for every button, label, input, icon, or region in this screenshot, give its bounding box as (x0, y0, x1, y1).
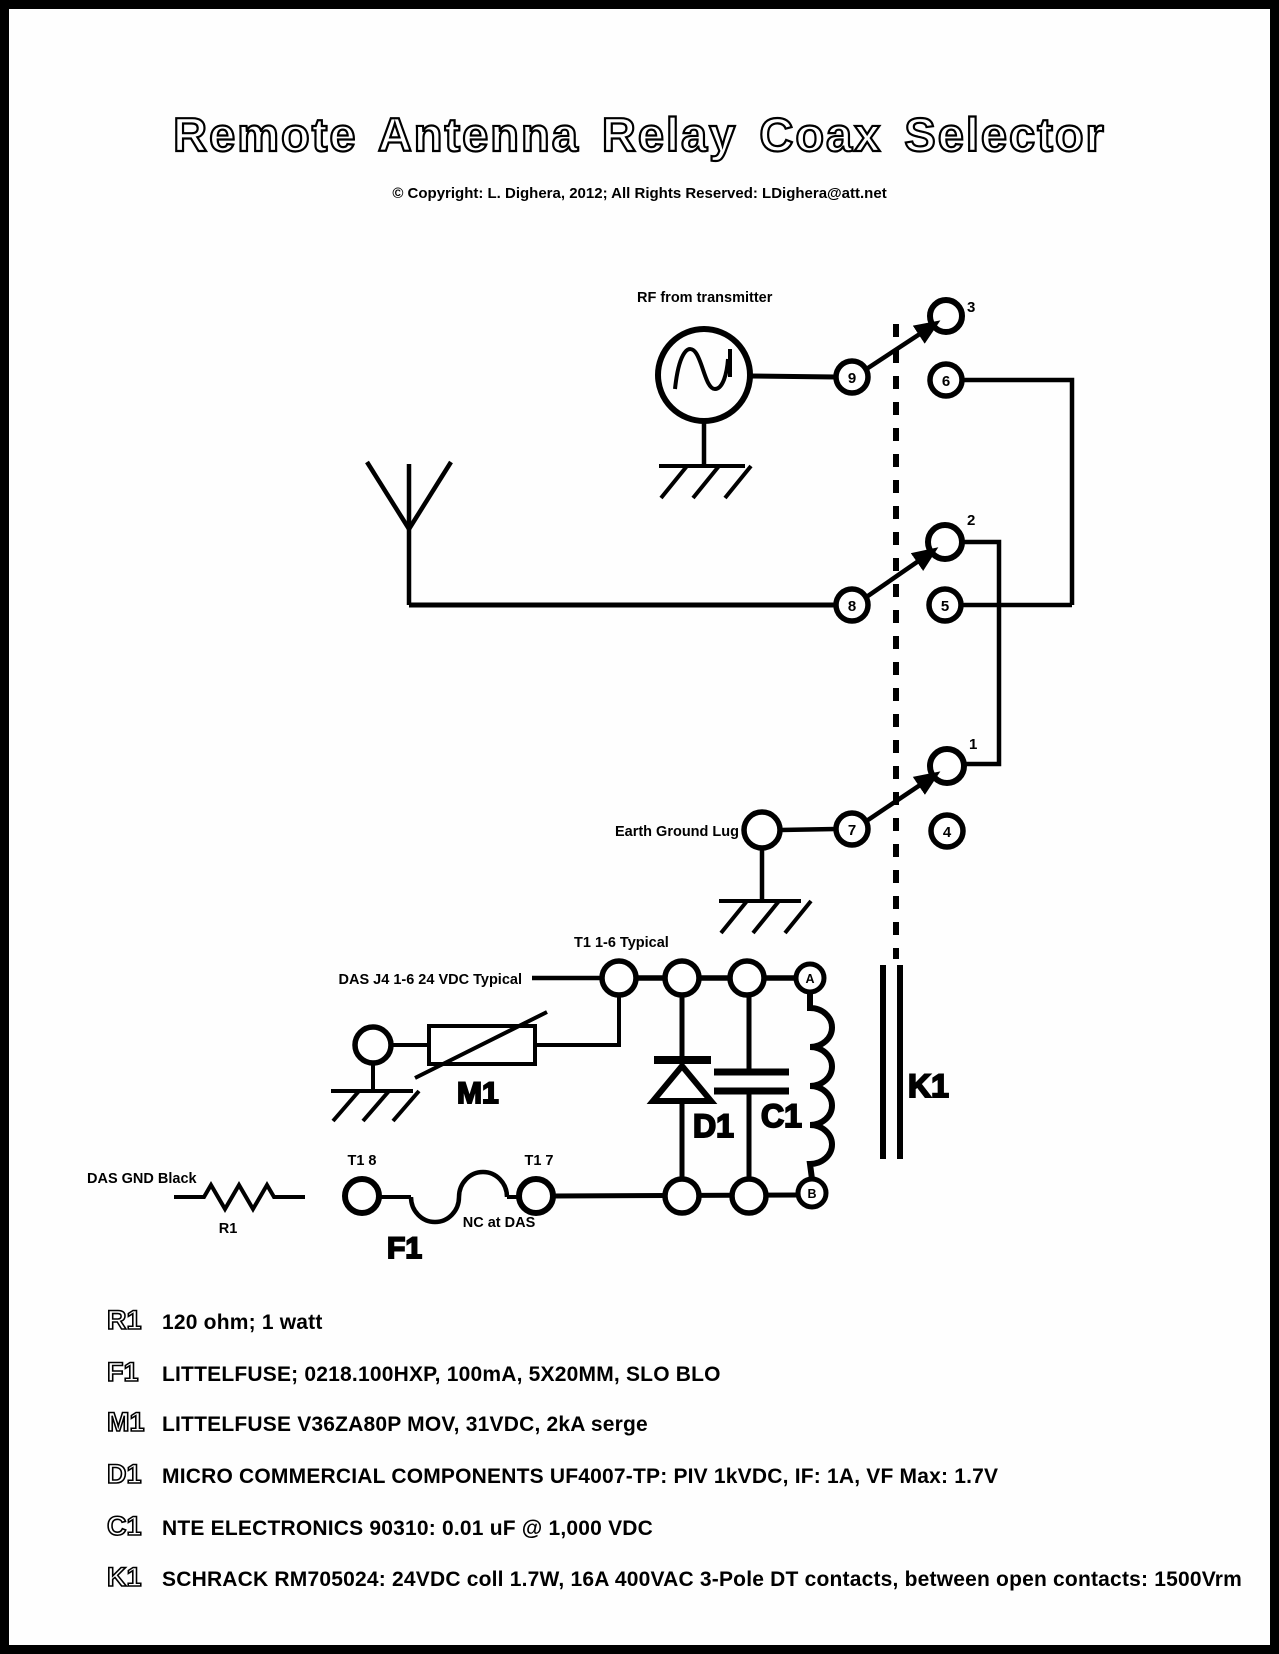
switch-arm-7-1 (863, 771, 941, 824)
terminal-a-letter: A (805, 972, 814, 986)
contact-7 (833, 810, 871, 848)
contact-9 (833, 358, 871, 396)
contact-1-number: 1 (969, 736, 977, 753)
part-ref-k1: K1 (106, 1561, 142, 1593)
r1-resistor-icon (174, 1181, 305, 1213)
parts-row-k1: K1 SCHRACK RM705024: 24VDC coll 1.7W, 16… (106, 1561, 1243, 1593)
wire-2-to-1 (962, 539, 1002, 767)
lug-ground-icon (719, 899, 813, 935)
part-ref-r1: R1 (106, 1304, 142, 1336)
contact-3 (927, 297, 965, 335)
contact-6 (927, 361, 965, 399)
terminal-bottom-1 (662, 1176, 702, 1216)
contact-1 (927, 746, 967, 786)
m1-input-terminal (352, 1024, 394, 1066)
part-desc-f1: LITTELFUSE; 0218.100HXP, 100mA, 5X20MM, … (162, 1363, 721, 1386)
contact-5 (926, 586, 964, 624)
contact-7-number: 7 (848, 822, 856, 839)
copyright-line: © Copyright: L. Dighera, 2012; All Right… (392, 185, 887, 202)
terminal-t1-3 (727, 958, 767, 998)
r1-label: R1 (219, 1221, 238, 1237)
terminal-b (795, 1176, 829, 1210)
terminal-t1-1 (599, 958, 639, 998)
part-desc-d1: MICRO COMMERCIAL COMPONENTS UF4007-TP: P… (162, 1465, 999, 1488)
parts-row-f1: F1 LITTELFUSE; 0218.100HXP, 100mA, 5X20M… (106, 1356, 721, 1388)
part-ref-f1: F1 (106, 1356, 139, 1388)
t1-7-label: T1 7 (524, 1153, 553, 1169)
nc-at-das-label: NC at DAS (463, 1215, 536, 1231)
terminal-b-letter: B (807, 1187, 816, 1201)
terminal-t1-7 (516, 1176, 556, 1216)
terminal-t1-2 (662, 958, 702, 998)
m1-wire-right (535, 995, 621, 1047)
wire-source-to-9 (749, 373, 837, 380)
part-desc-r1: 120 ohm; 1 watt (162, 1311, 323, 1334)
contact-8 (833, 586, 871, 624)
t1-8-label: T1 8 (347, 1153, 376, 1169)
m1-label: M1 (457, 1077, 499, 1110)
part-desc-m1: LITTELFUSE V36ZA80P MOV, 31VDC, 2kA serg… (162, 1413, 648, 1436)
das-gnd-label: DAS GND Black (87, 1171, 198, 1187)
relay-coil-icon (806, 992, 835, 1180)
d1-label: D1 (693, 1108, 734, 1144)
contact-4-number: 4 (943, 824, 952, 841)
switch-arm-9-3 (863, 320, 941, 372)
source-ground-icon (659, 464, 753, 500)
contact-8-number: 8 (848, 598, 856, 615)
m1-ground-icon (331, 1089, 421, 1123)
page-title: Remote Antenna Relay Coax Selector (172, 107, 1106, 162)
k1-label: K1 (908, 1068, 949, 1104)
lug-wire (779, 826, 837, 833)
part-ref-d1: D1 (106, 1458, 142, 1490)
t1-row-label: T1 1-6 Typical (574, 935, 669, 951)
earth-lug-terminal (741, 809, 783, 851)
parts-row-d1: D1 MICRO COMMERCIAL COMPONENTS UF4007-TP… (106, 1458, 999, 1490)
c1-label: C1 (761, 1098, 802, 1134)
rf-source-label: RF from transmitter (637, 290, 773, 306)
parts-row-r1: R1 120 ohm; 1 watt (106, 1304, 323, 1336)
circuit-diagram: RF from transmitter Earth Ground Lug (87, 290, 1075, 1266)
contact-4 (928, 812, 966, 850)
parts-row-c1: C1 NTE ELECTRONICS 90310: 0.01 uF @ 1,00… (106, 1510, 654, 1542)
contact-3-number: 3 (967, 299, 975, 316)
part-desc-c1: NTE ELECTRONICS 90310: 0.01 uF @ 1,000 V… (162, 1517, 654, 1540)
parts-row-m1: M1 LITTELFUSE V36ZA80P MOV, 31VDC, 2kA s… (106, 1406, 648, 1438)
mov-diagonal (414, 1010, 548, 1080)
terminal-t1-8 (342, 1176, 382, 1216)
contact-9-number: 9 (848, 370, 856, 387)
contact-2 (925, 522, 965, 562)
contact-6-number: 6 (942, 373, 950, 390)
f1-label: F1 (387, 1232, 422, 1265)
switch-arm-8-2 (863, 547, 939, 600)
terminal-bottom-2 (729, 1176, 769, 1216)
wire-6-to-5 (962, 377, 1075, 605)
das-j4-label: DAS J4 1-6 24 VDC Typical (339, 972, 522, 988)
part-ref-c1: C1 (106, 1510, 142, 1542)
contact-5-number: 5 (941, 598, 949, 615)
d1-triangle-icon (646, 1061, 718, 1104)
earth-ground-label: Earth Ground Lug (615, 824, 739, 840)
contact-2-number: 2 (967, 512, 975, 529)
antenna-icon (365, 460, 453, 605)
part-ref-m1: M1 (106, 1406, 145, 1438)
part-desc-k1: SCHRACK RM705024: 24VDC coll 1.7W, 16A 4… (162, 1568, 1243, 1591)
sine-wave-icon (673, 347, 730, 392)
f1-fuse-icon (408, 1169, 510, 1225)
